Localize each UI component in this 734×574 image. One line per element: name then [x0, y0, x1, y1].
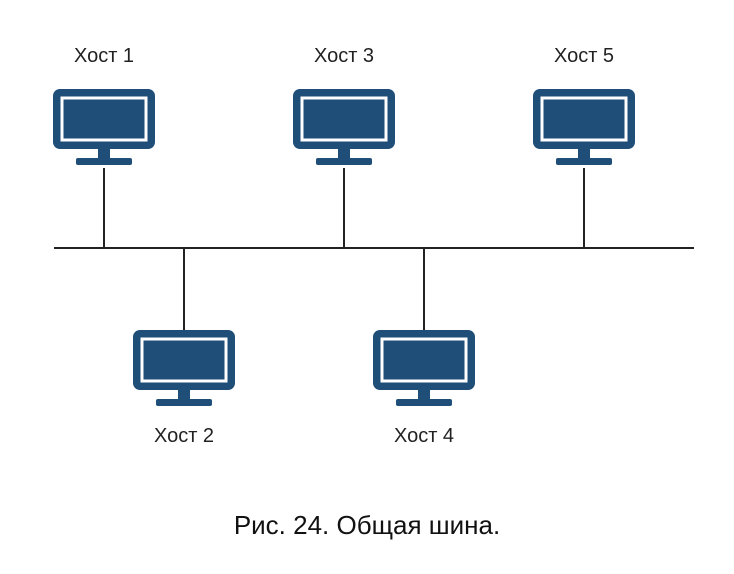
- host-2-monitor-icon: [131, 328, 237, 408]
- figure-caption: Рис. 24. Общая шина.: [233, 510, 501, 540]
- host-2-label: Хост 2: [153, 425, 215, 447]
- host-5-label: Хост 5: [553, 45, 615, 67]
- host-5-monitor-icon: [531, 87, 637, 167]
- host-4-label: Хост 4: [393, 425, 455, 447]
- host-3-label: Хост 3: [313, 45, 375, 67]
- host-3-monitor-icon: [291, 87, 397, 167]
- host-1-monitor-icon: [51, 87, 157, 167]
- host-4-monitor-icon: [371, 328, 477, 408]
- host-1-label: Хост 1: [73, 45, 135, 67]
